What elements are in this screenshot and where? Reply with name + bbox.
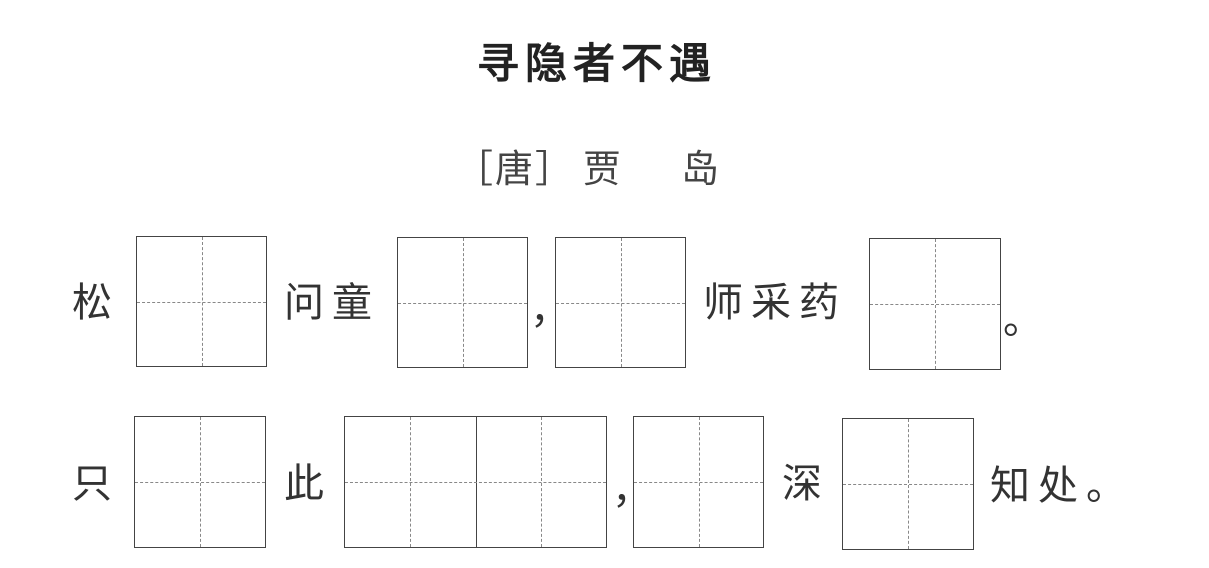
answer-box-7[interactable]	[633, 416, 764, 548]
line2-text-4: 知处。	[990, 463, 1134, 509]
poem-author: 贾岛	[583, 147, 780, 191]
answer-box-8[interactable]	[842, 418, 974, 550]
answer-box-2[interactable]	[397, 237, 528, 368]
line2-text-2: 此	[284, 461, 332, 507]
line1-text-3: 师采药	[703, 280, 847, 326]
poem-author-line: ［唐］贾岛	[455, 138, 779, 193]
answer-box-3[interactable]	[555, 237, 686, 368]
line1-text-1: 松	[72, 280, 120, 326]
answer-box-5[interactable]	[134, 416, 266, 548]
line1-text-2: 问童	[284, 280, 380, 326]
answer-box-1[interactable]	[136, 236, 267, 367]
poem-title: 寻隐者不遇	[476, 39, 717, 88]
answer-box-4[interactable]	[869, 238, 1001, 370]
answer-box-6-double[interactable]	[344, 416, 607, 548]
line1-period: 。	[1003, 297, 1051, 343]
poem-dynasty: ［唐］	[455, 147, 576, 191]
line2-text-1: 只	[72, 461, 120, 507]
line2-text-3: 深	[782, 461, 830, 507]
